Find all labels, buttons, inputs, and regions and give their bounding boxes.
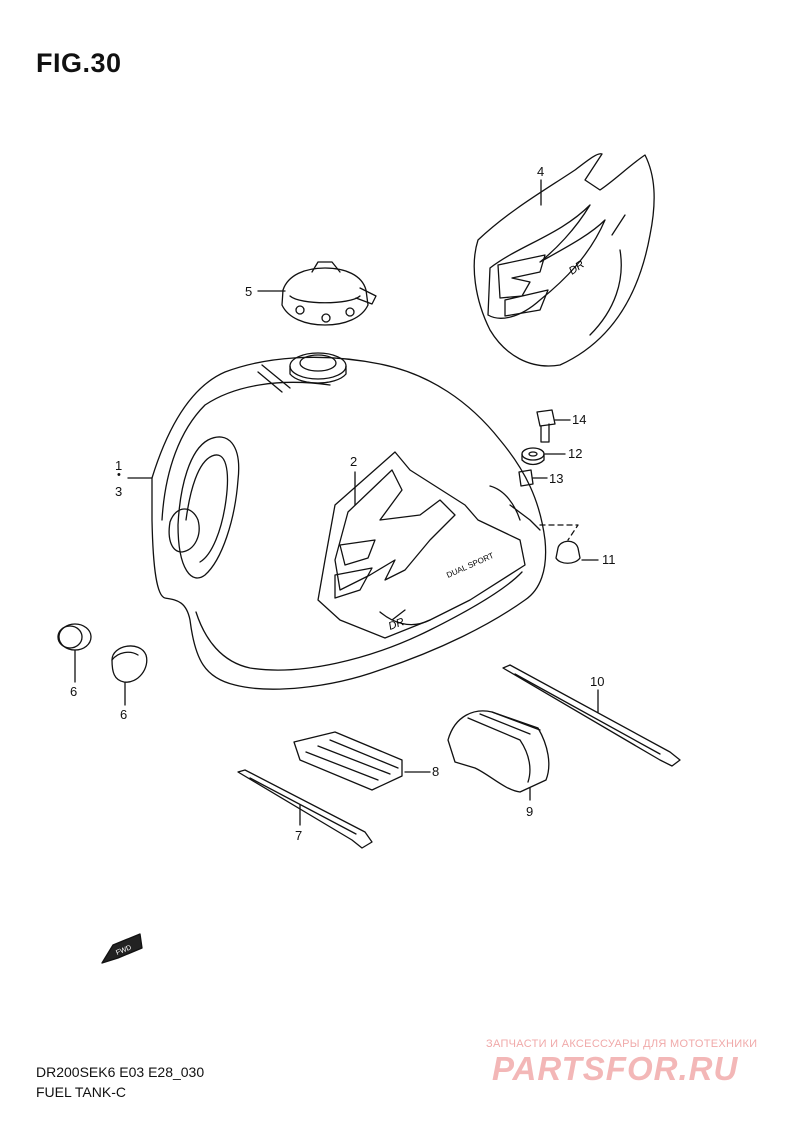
pad-8	[293, 731, 403, 791]
decal-text-dual-sport: DUAL SPORT	[445, 551, 495, 580]
callout-9: 9	[526, 804, 534, 819]
callout-2: 2	[350, 454, 358, 469]
footer-part-name: FUEL TANK-C	[36, 1084, 126, 1100]
callout-6-left: 6	[70, 684, 78, 699]
callout-3: 3	[115, 484, 123, 499]
callout-4: 4	[537, 164, 545, 179]
cable-tie-7	[237, 769, 373, 849]
cable-tie-10	[502, 664, 681, 767]
washer	[521, 447, 545, 466]
fuel-tank	[151, 352, 579, 690]
decal-text-dr-emblem: DR	[567, 258, 587, 277]
tank-decal	[317, 451, 526, 639]
callout-1: 1	[115, 458, 123, 473]
callout-12: 12	[568, 446, 583, 461]
callout-11: 11	[602, 552, 616, 567]
callout-5: 5	[245, 284, 253, 299]
callout-13: 13	[549, 471, 564, 486]
plug-right	[111, 645, 148, 683]
callout-dot: •	[117, 469, 121, 481]
cushion	[518, 469, 534, 487]
plug-left	[57, 623, 92, 651]
watermark-tagline: ЗАПЧАСТИ И АКСЕССУАРЫ ДЛЯ МОТОТЕХНИКИ	[486, 1038, 758, 1050]
cushion-9	[447, 710, 550, 793]
callout-8: 8	[432, 764, 440, 779]
callout-7: 7	[295, 828, 303, 843]
bolt	[536, 409, 556, 443]
figure-title: FIG.30	[36, 48, 122, 78]
footer-model-code: DR200SEK6 E03 E28_030	[36, 1064, 205, 1080]
grommet	[555, 540, 581, 564]
callout-10: 10	[590, 674, 605, 689]
decal-text-dr-tank: DR	[387, 616, 406, 633]
fwd-arrow-icon	[101, 933, 143, 964]
watermark-site: PARTSFOR.RU	[492, 1050, 739, 1087]
callout-14: 14	[572, 412, 587, 427]
fuel-cap	[281, 261, 377, 326]
side-emblem	[473, 153, 655, 367]
callout-6-right: 6	[120, 707, 128, 722]
